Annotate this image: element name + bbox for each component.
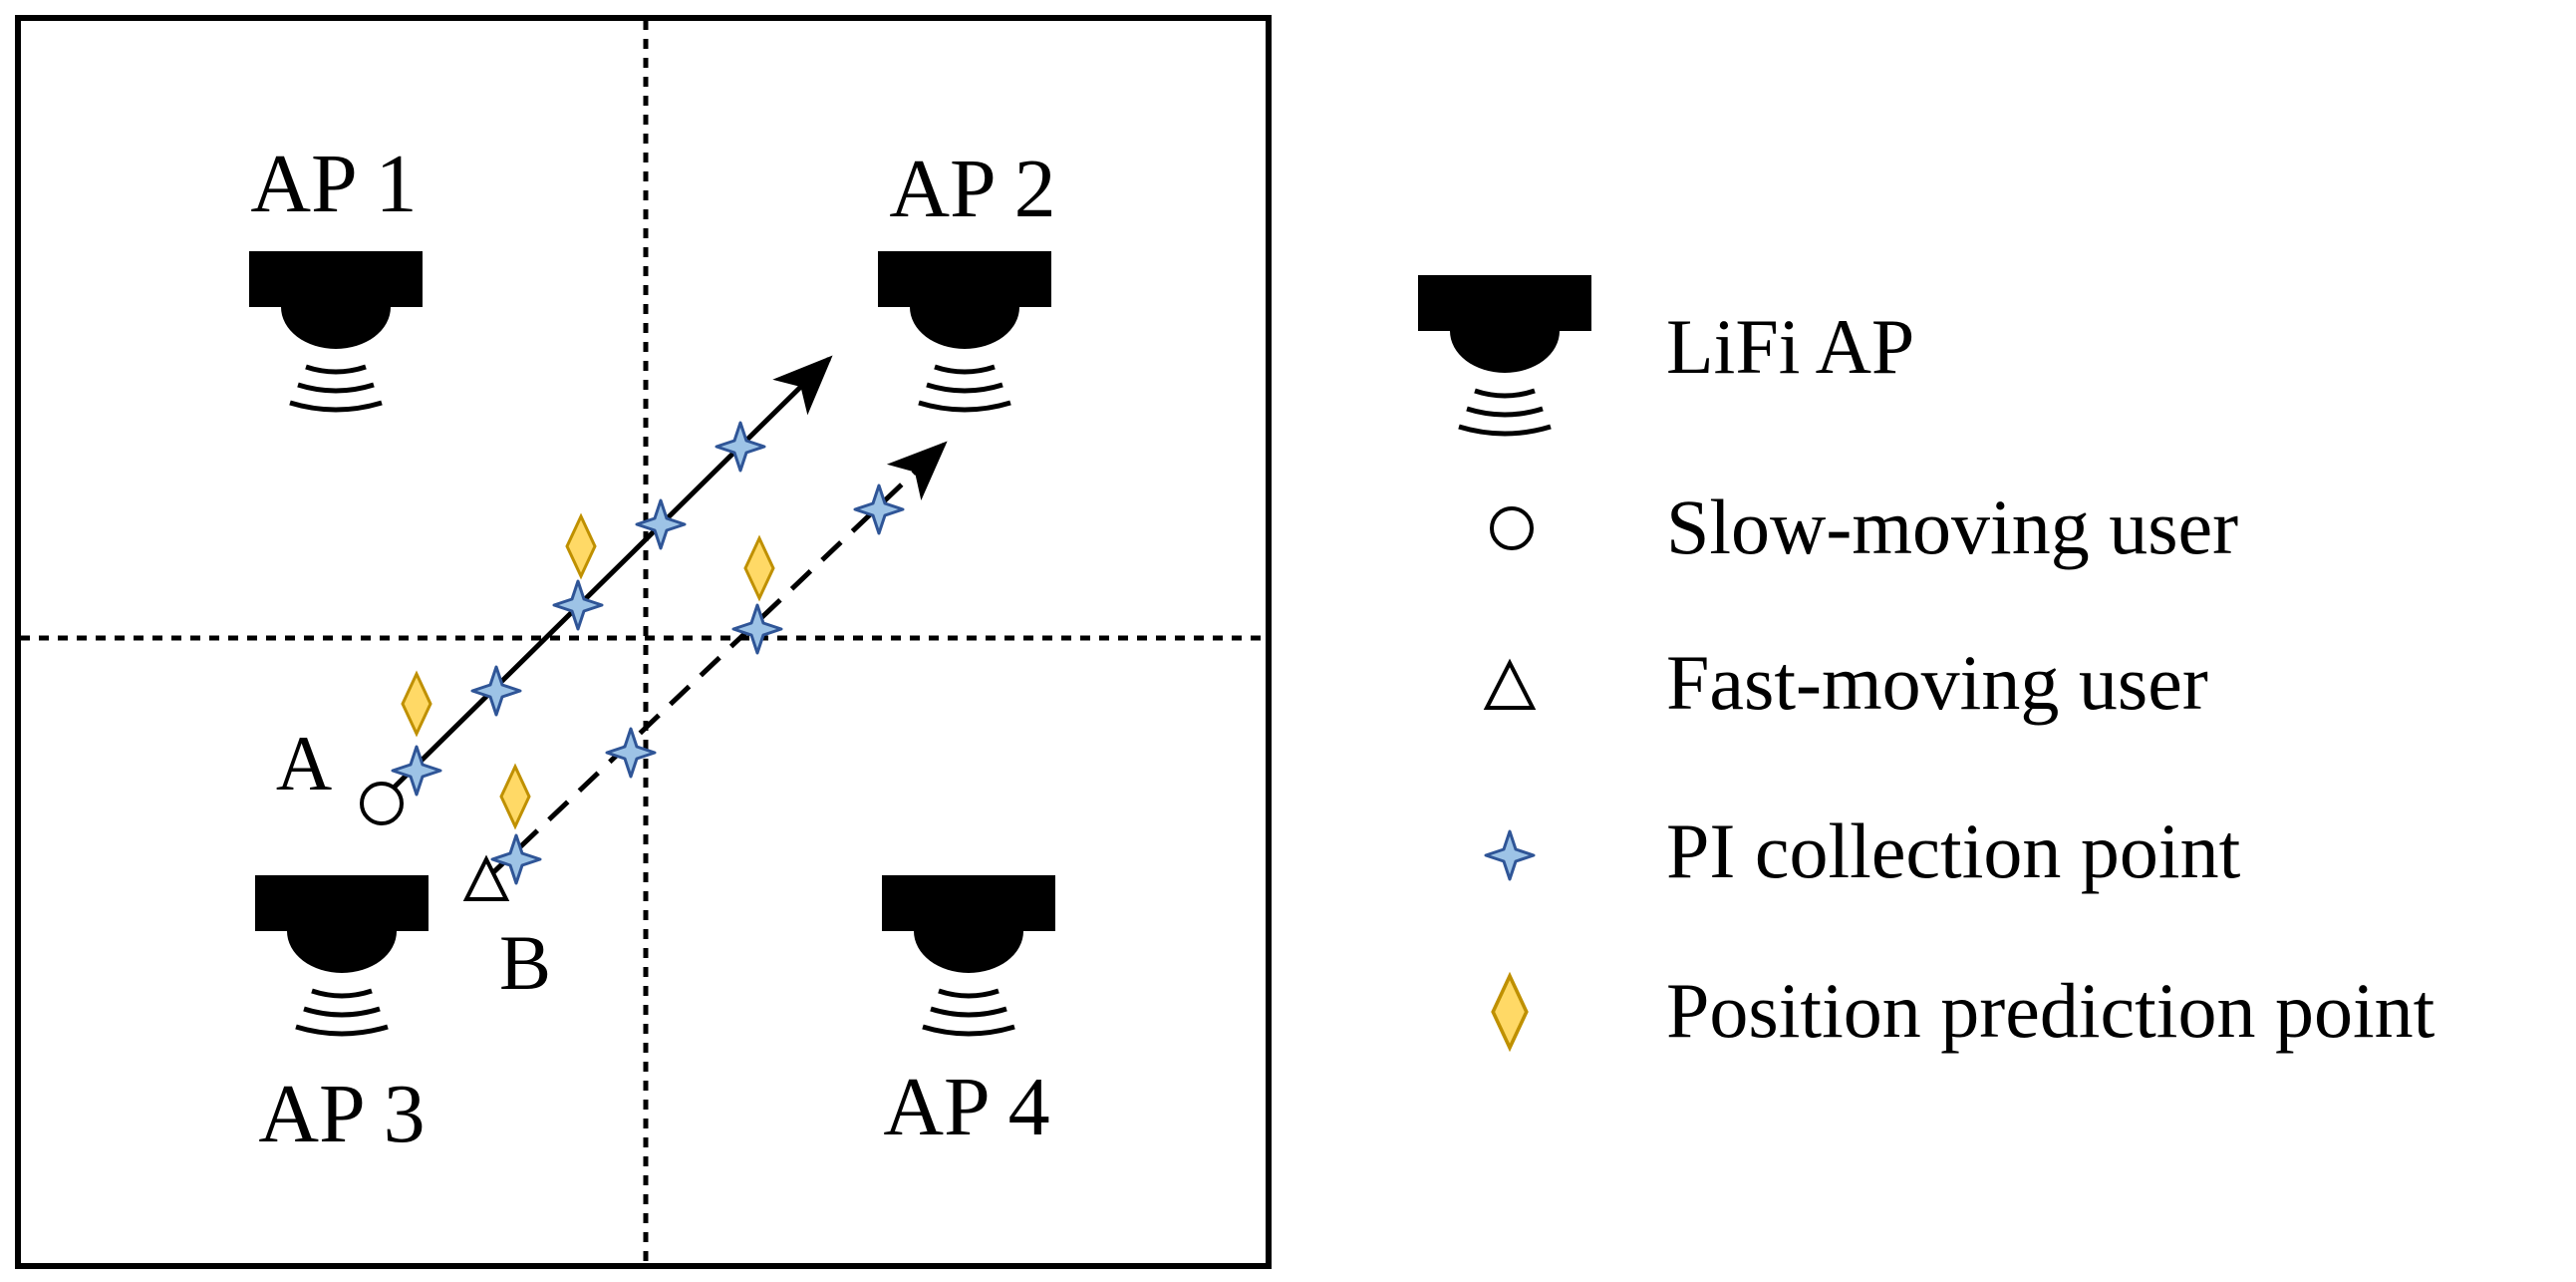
ap-1: AP 1 — [249, 138, 423, 410]
position-prediction-point — [499, 765, 531, 828]
triangle-icon — [1483, 658, 1537, 710]
legend-item-pi-point: PI collection point — [1484, 807, 2241, 894]
ap-4-label: AP 4 — [883, 1061, 1049, 1153]
lifi-ap-icon — [882, 875, 1055, 1034]
user-a: A — [276, 720, 404, 825]
position-prediction-point — [401, 672, 432, 736]
ap-4: AP 4 — [882, 875, 1055, 1153]
legend: LiFi AP Slow-moving user Fast-moving use… — [1418, 275, 2435, 1054]
legend-item-lifi-ap: LiFi AP — [1418, 275, 1914, 434]
ap-3-label: AP 3 — [258, 1068, 425, 1160]
ap-2: AP 2 — [878, 143, 1056, 410]
legend-item-slow-user: Slow-moving user — [1490, 483, 2238, 570]
ap-3: AP 3 — [255, 875, 429, 1160]
four-point-star-icon — [1484, 829, 1536, 881]
legend-label: Slow-moving user — [1666, 483, 2238, 570]
position-prediction-point — [565, 514, 597, 578]
pi-collection-point — [731, 603, 783, 655]
user-b-label: B — [499, 919, 551, 1006]
lifi-ap-icon — [1418, 275, 1591, 434]
user-b-trajectory — [486, 441, 948, 879]
pi-collection-point — [391, 745, 442, 797]
legend-label: Position prediction point — [1666, 967, 2435, 1054]
lifi-ap-icon — [249, 251, 423, 410]
user-a-trajectory — [379, 355, 833, 802]
slow-moving-user-marker — [360, 782, 404, 825]
circle-icon — [1490, 506, 1534, 550]
legend-label: PI collection point — [1666, 807, 2241, 894]
lifi-ap-icon — [878, 251, 1051, 410]
fast-moving-user-marker — [462, 854, 510, 901]
legend-label: LiFi AP — [1666, 303, 1914, 390]
pi-collection-point — [605, 727, 657, 779]
pi-collection-point — [490, 833, 542, 885]
ap-1-label: AP 1 — [250, 138, 417, 230]
room-border — [15, 15, 1272, 1269]
user-a-label: A — [276, 720, 332, 806]
legend-item-fast-user: Fast-moving user — [1483, 639, 2208, 726]
position-prediction-point — [743, 536, 775, 600]
pi-collection-point — [470, 665, 522, 717]
lifi-ap-icon — [255, 875, 429, 1034]
legend-label: Fast-moving user — [1666, 639, 2208, 726]
user-b: B — [462, 854, 551, 1006]
legend-item-prediction-point: Position prediction point — [1491, 967, 2435, 1054]
ap-2-label: AP 2 — [889, 143, 1055, 235]
diamond-icon — [1491, 974, 1529, 1050]
